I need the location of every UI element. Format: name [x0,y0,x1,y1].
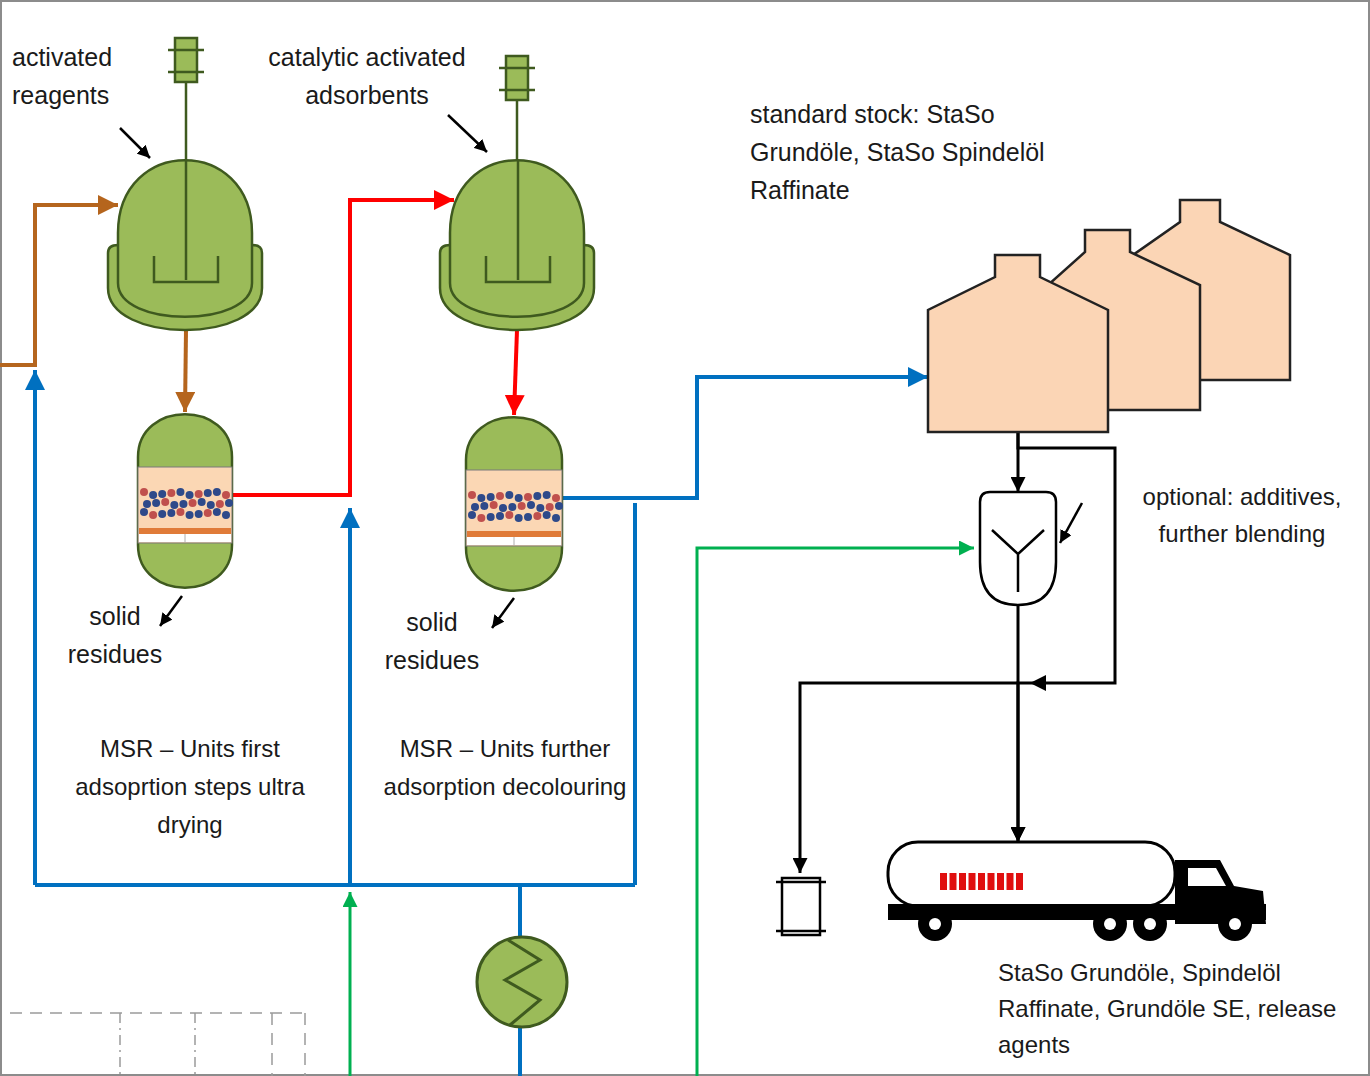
flow-connector [185,330,186,412]
agitator-motor [168,38,535,162]
filter-vessel-outline [138,412,232,590]
tanker-truck: StaSo Grundöle, Spindelöl Raffinate, Gru… [888,840,1268,940]
storage-tanks: standard stock: StaSo Grundöle, StaSo Sp… [928,200,1290,432]
filter-vessel: solid residues [138,412,232,590]
flow-connector [562,377,928,498]
heating-lines [35,370,635,1076]
node-label: standard stock: StaSo Grundöle, StaSo Sp… [750,95,1080,209]
node-label: solid residues [55,597,175,673]
node-label: solid residues [372,603,492,679]
drum-container [782,878,820,935]
reactor-vessel: activated reagents [108,158,262,330]
node-label: activated reagents [12,38,142,114]
flow-connector [1018,432,1115,842]
node-label: catalytic activated adsorbents [242,38,492,114]
flow-connector [232,200,454,495]
flow-connector [514,330,517,415]
leader-arrows [120,115,1082,628]
tanker-truck-outline [888,840,1268,940]
node-label: StaSo Grundöle, Spindelöl Raffinate, Gru… [998,955,1343,1063]
heat-exchanger [477,937,567,1027]
dashed-region [10,1013,305,1076]
node-label: optional: additives, further blending [1122,478,1362,552]
reactor-vessel-outline [440,158,594,330]
storage-tanks-outline [928,200,1290,432]
reactor-vessel: catalytic activated adsorbents [440,158,594,330]
drum-branch [776,675,1046,935]
filter-vessel-outline [466,415,562,593]
blending-mixer: optional: additives, further blending [980,492,1056,605]
feed-line [0,205,118,365]
reactor-vessel-outline [108,158,262,330]
unit-caption: MSR – Units further adsorption decolouri… [380,730,630,806]
unit-caption: MSR – Units first adsoprtion steps ultra… [45,730,335,844]
filter-vessel: solid residues [466,415,562,593]
green-lines [350,548,974,1076]
blending-mixer-outline [980,492,1056,605]
